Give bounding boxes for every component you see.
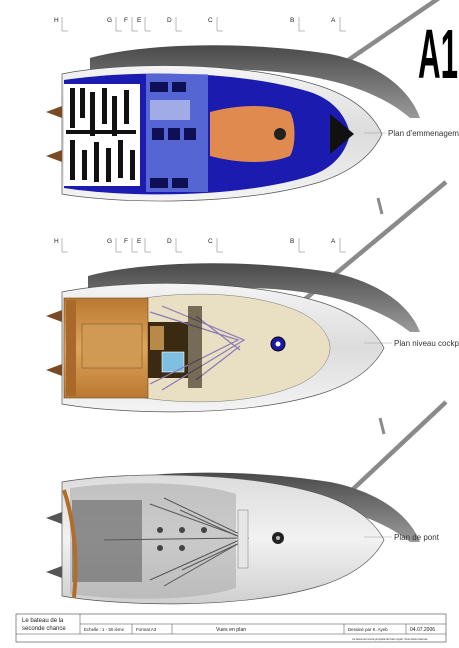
date-label: 04.07.2006 (410, 627, 435, 633)
section-marker-c: C (208, 17, 223, 32)
svg-text:H: H (54, 17, 59, 24)
section-markers-middle: H G F E D C B A (54, 238, 346, 253)
section-marker-f: F (124, 17, 138, 32)
svg-text:F: F (124, 17, 128, 24)
svg-text:G: G (107, 17, 112, 24)
svg-text:D: D (167, 17, 172, 24)
scale-label: Echelle : 1 - 50 ième (84, 627, 125, 632)
hull-shadow-2 (88, 263, 420, 332)
chain-locker (330, 114, 354, 154)
section-marker-a-2: A (331, 238, 346, 253)
svg-text:F: F (124, 238, 128, 245)
view-label-deck: Plan de pont (394, 533, 440, 542)
svg-text:C: C (208, 238, 213, 245)
section-marker-c-2: C (208, 238, 223, 253)
svg-text:E: E (137, 238, 142, 245)
svg-text:D: D (167, 238, 172, 245)
copyright-note: Ce document est la propriété de Karim Ay… (352, 637, 428, 641)
view-title: Vues en plan (216, 627, 246, 633)
svg-text:C: C (208, 17, 213, 24)
view-label-cockpit: Plan niveau cockpit (394, 339, 459, 348)
view-label-interior: Plan d'emmenagement (388, 129, 459, 138)
svg-text:A: A (331, 17, 336, 24)
section-marker-e: E (137, 17, 151, 32)
title-block: Le bateau de la seconde chance Echelle :… (15, 613, 447, 643)
svg-text:E: E (137, 17, 142, 24)
project-name-line1: Le bateau de la (22, 618, 64, 624)
section-marker-h: H (54, 17, 68, 32)
hull-shadow (90, 45, 420, 118)
section-marker-g: G (107, 17, 122, 32)
author-label: Dessiné par K. Ayeb (348, 627, 388, 632)
view-deck-plan: Plan de pont (46, 400, 448, 605)
svg-text:B: B (290, 238, 294, 245)
section-marker-d: D (167, 17, 182, 32)
section-marker-b: B (290, 17, 305, 32)
forward-cabin (210, 106, 295, 162)
section-marker-h-2: H (54, 238, 68, 253)
section-marker-d-2: D (167, 238, 182, 253)
section-markers-top: H G F E D C B A (54, 17, 346, 32)
svg-text:B: B (290, 17, 294, 24)
svg-text:H: H (54, 238, 59, 245)
section-marker-b-2: B (290, 238, 305, 253)
section-marker-g-2: G (107, 238, 122, 253)
svg-text:A: A (331, 238, 336, 245)
sheet-number: A1 (418, 15, 458, 93)
tiller (62, 489, 78, 599)
view-cockpit-plan: Plan niveau cockpit (46, 180, 459, 413)
view-interior-plan: Plan d'emmenagement (46, 0, 459, 202)
section-marker-a: A (331, 17, 346, 32)
project-name-line2: seconde chance (22, 626, 66, 632)
svg-text:G: G (107, 238, 112, 245)
format-label: Format A3 (136, 627, 157, 632)
section-marker-f-2: F (124, 238, 138, 253)
section-marker-e-2: E (137, 238, 151, 253)
mast-step (237, 509, 249, 569)
